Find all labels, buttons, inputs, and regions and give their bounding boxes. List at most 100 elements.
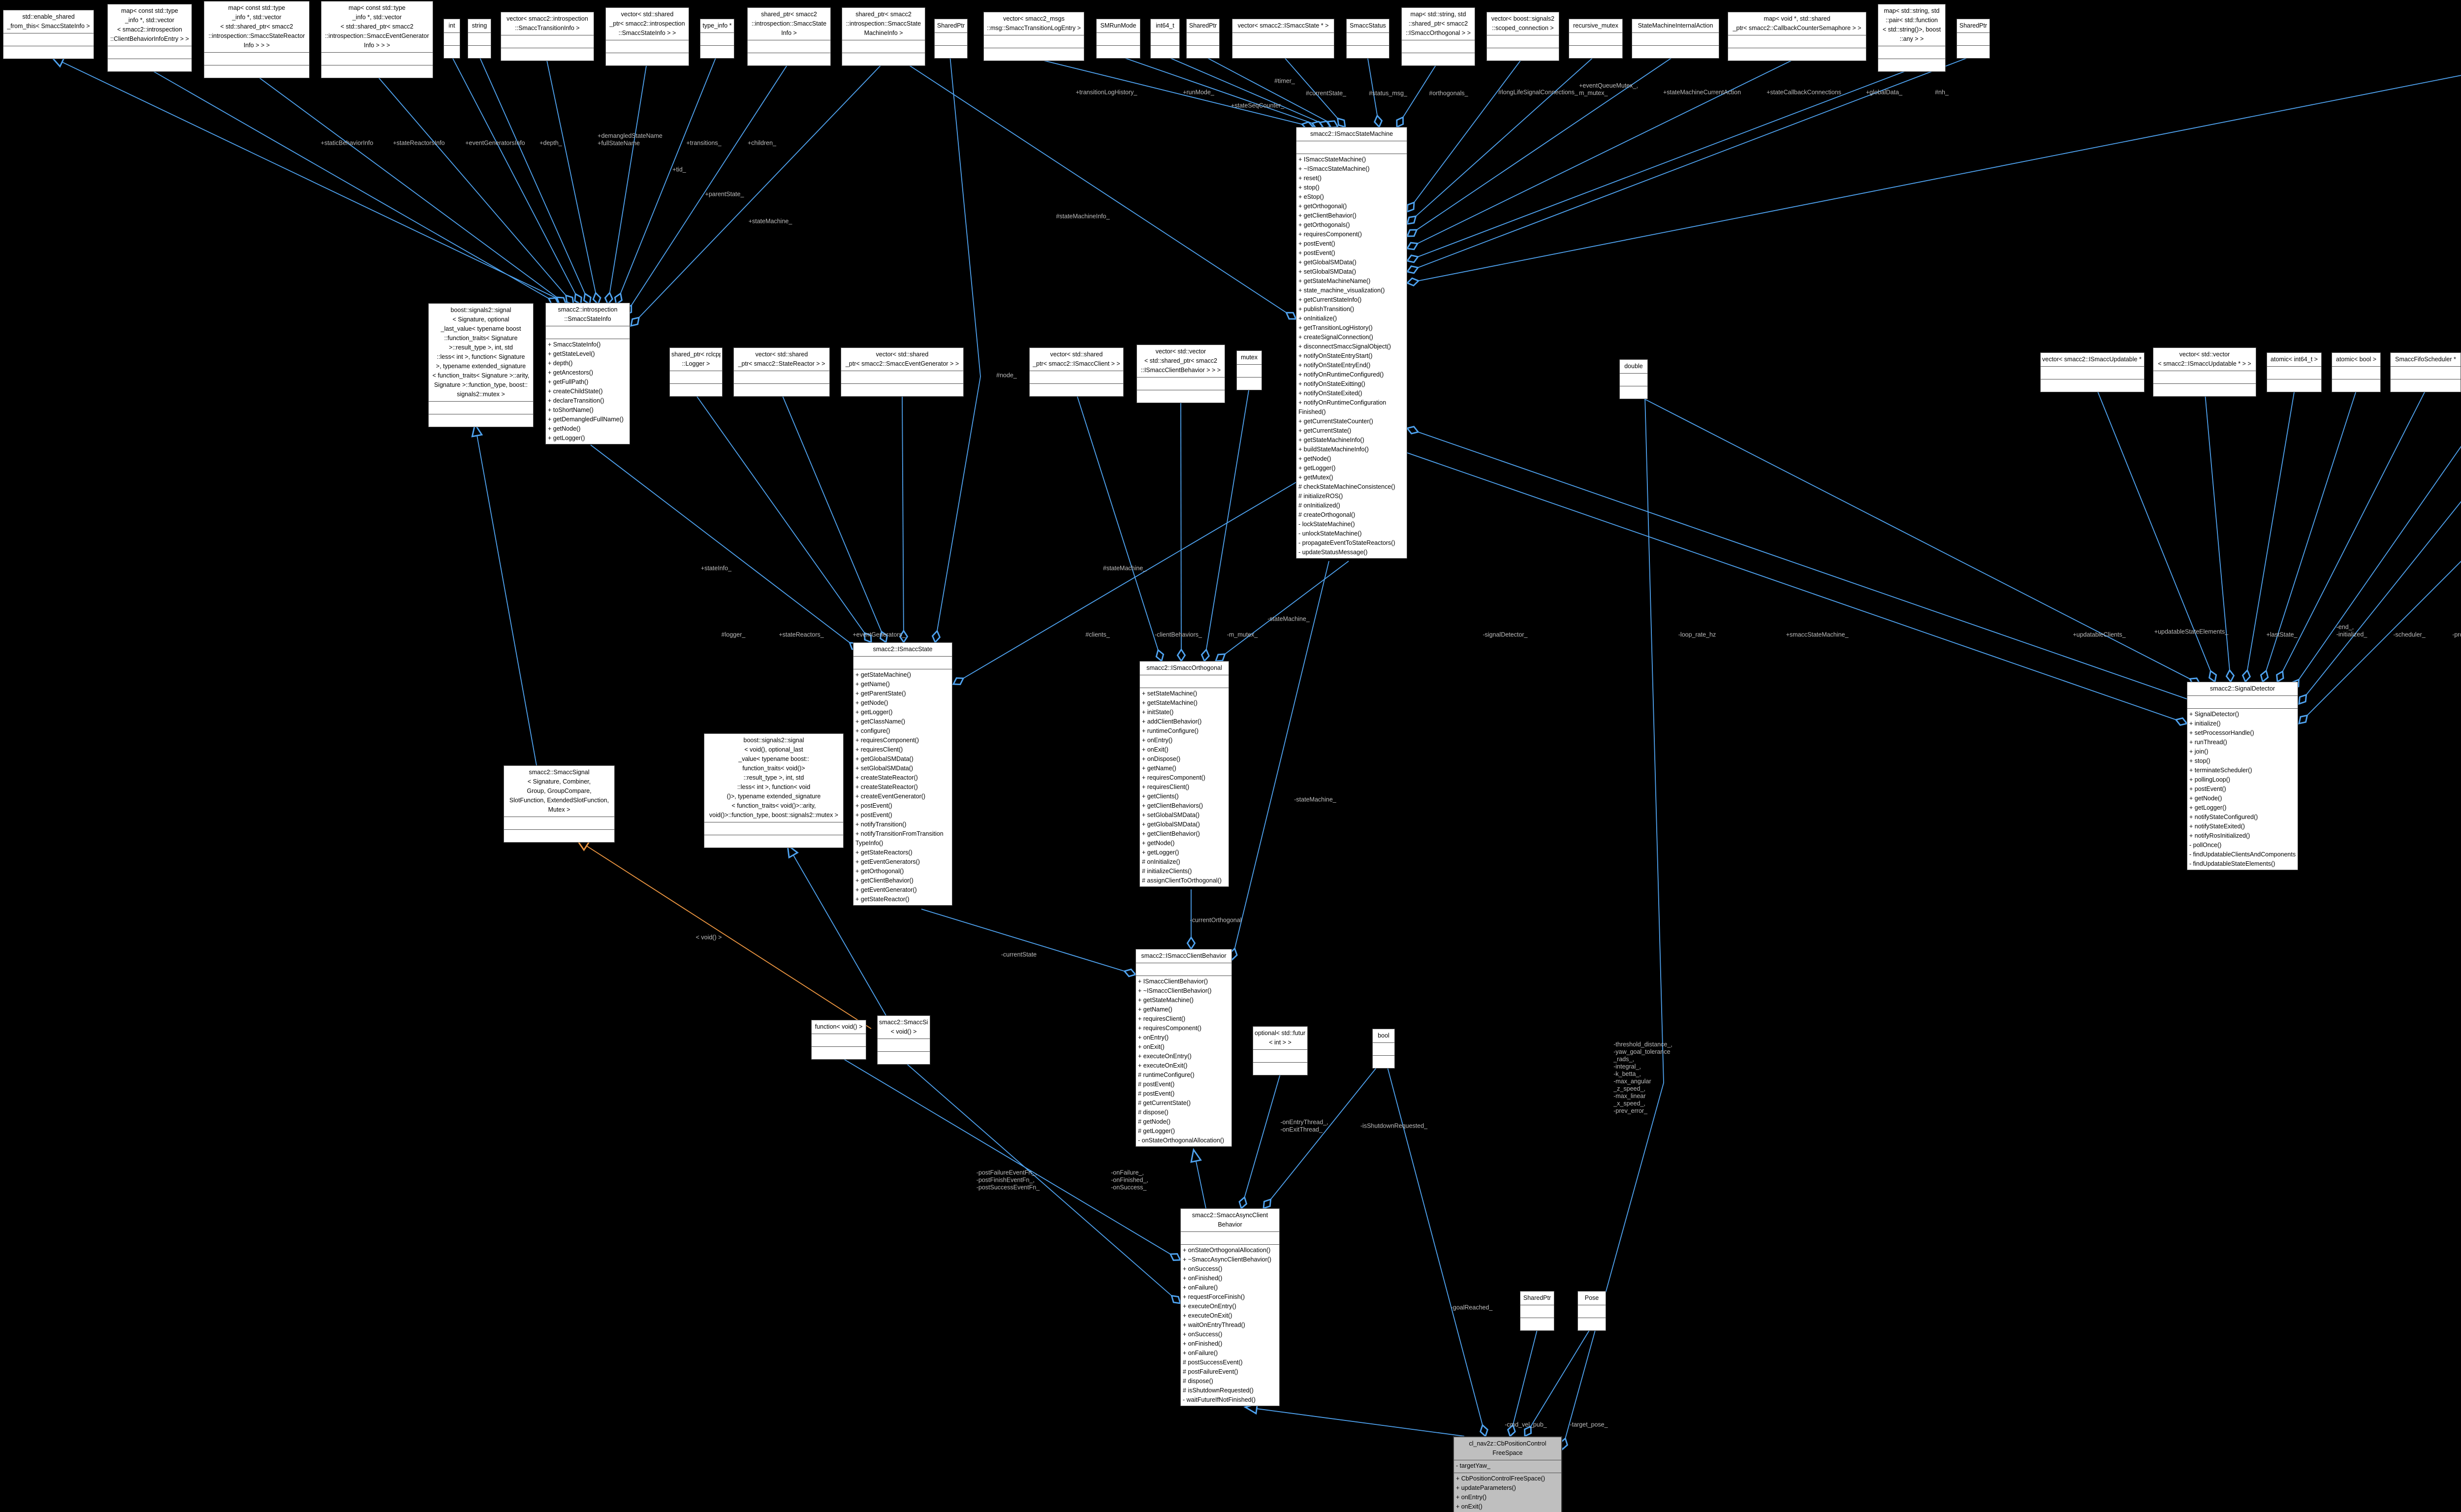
type-sharedptr-smaccstateinfo-methods (748, 53, 830, 65)
class-ismaccstate-method: + getStateReactor() (855, 896, 910, 903)
class-ismaccstate-method: + configure() (855, 727, 890, 734)
type-map-globaldata[interactable]: map< std::string, std::pair< std::functi… (1878, 4, 1946, 72)
type-boost-signal-signature-title-line: signals2::mutex > (457, 391, 505, 398)
type-sharedptr-node[interactable]: SharedPtr (934, 19, 968, 59)
type-function-void[interactable]: function< void() > (811, 1020, 866, 1060)
class-ismaccstatemachine-method: + requiresComponent() (1298, 231, 1362, 238)
type-smrunmode-methods (1097, 45, 1140, 58)
type-recursive-mutex-methods (1569, 45, 1622, 58)
class-smaccasyncclientbehavior-method: + ~SmaccAsyncClientBehavior() (1183, 1256, 1271, 1263)
class-signaldetector[interactable]: smacc2::SignalDetector+ SignalDetector()… (2187, 682, 2298, 870)
class-ismaccorthogonal-method: + getStateMachine() (1142, 699, 1198, 706)
class-ismaccstatemachine-method: + notifyOnStateExited() (1298, 390, 1362, 397)
class-ismaccstate[interactable]: smacc2::ISmaccState+ getStateMachine()+ … (853, 642, 952, 906)
class-smaccstateinfo-method: + getDemangledFullName() (548, 416, 624, 423)
aggregation-edge (614, 55, 717, 306)
type-mutex-methods (1237, 377, 1262, 390)
type-vector-statereactor-title-line: _ptr< smacc2::StateReactor > > (738, 360, 825, 367)
type-vecvec-ismaccclientbehavior[interactable]: vector< std::vector< std::shared_ptr< sm… (1136, 345, 1225, 403)
type-enable-shared-from-this[interactable]: std::enable_shared_from_this< SmaccState… (3, 10, 94, 59)
class-ismaccclientbehavior-method: + executeOnExit() (1138, 1062, 1188, 1069)
type-vector-ismaccclient[interactable]: vector< std::shared_ptr< smacc2::ISmaccC… (1029, 347, 1124, 397)
type-vector-ismaccstate[interactable]: vector< smacc2::ISmaccState * > (1232, 19, 1334, 59)
type-vecvec-ismaccupdatable[interactable]: vector< std::vector< smacc2::ISmaccUpdat… (2153, 347, 2256, 397)
class-smaccasyncclientbehavior-method: # postFailureEvent() (1183, 1368, 1238, 1375)
class-ismaccstatemachine[interactable]: smacc2::ISmaccStateMachine+ ISmaccStateM… (1296, 127, 1407, 559)
type-map-callbackcountersemaphore[interactable]: map< void *, std::shared_ptr< smacc2::Ca… (1728, 12, 1866, 61)
class-ismaccclientbehavior[interactable]: smacc2::ISmaccClientBehavior+ ISmaccClie… (1136, 949, 1232, 1147)
class-smaccstateinfo-method: + SmaccStateInfo() (548, 341, 601, 348)
type-recursive-mutex[interactable]: recursive_mutex (1569, 19, 1623, 59)
class-ismaccstate-method: + getClientBehavior() (855, 877, 914, 884)
type-smaccfifoscheduler[interactable]: SmaccFifoScheduler * (2390, 352, 2461, 392)
type-vector-sharedptr-smaccstateinfo[interactable]: vector< std::shared_ptr< smacc2::introsp… (605, 7, 689, 66)
type-sharedptr-smaccstatemachineinfo[interactable]: shared_ptr< smacc2::introspection::Smacc… (842, 7, 925, 66)
type-string[interactable]: string (468, 19, 491, 59)
type-mutex-attributes (1237, 364, 1262, 377)
type-sharedptr-smaccstatemachineinfo-title-line: MachineInfo > (864, 30, 903, 36)
type-sharedptr-nh[interactable]: SharedPtr (1956, 19, 1990, 59)
class-ismaccstatemachine-method: + setGlobalSMData() (1298, 268, 1357, 275)
type-map-smaccstatereactorinfo[interactable]: map< const std::type_info *, std::vector… (204, 1, 310, 78)
class-signaldetector-title: smacc2::SignalDetector (2187, 682, 2298, 695)
type-vector-smacceventgenerator[interactable]: vector< std::shared_ptr< smacc2::SmaccEv… (841, 347, 964, 397)
type-sharedptr-cmdvel[interactable]: SharedPtr (1520, 1291, 1554, 1331)
class-ismaccorthogonal-method: + getName() (1142, 765, 1176, 772)
class-ismaccstate-method: + getParentState() (855, 690, 906, 697)
type-double[interactable]: double (1619, 359, 1648, 399)
type-sharedptr-smaccstateinfo[interactable]: shared_ptr< smacc2::introspection::Smacc… (747, 7, 831, 66)
type-smaccfifoscheduler-title-line: SmaccFifoScheduler * (2395, 356, 2456, 363)
type-optional-future[interactable]: optional< std::future< int > > (1253, 1026, 1308, 1075)
type-smaccstatus[interactable]: SmaccStatus (1346, 19, 1389, 59)
type-map-clientbehaviorinfoentry[interactable]: map< const std::type_info *, std::vector… (107, 4, 192, 72)
type-atomic-bool[interactable]: atomic< bool > (2332, 352, 2381, 392)
type-statemachineinternalaction[interactable]: StateMachineInternalAction (1632, 19, 1719, 59)
class-smaccasyncclientbehavior-method: + executeOnEntry() (1183, 1303, 1236, 1310)
class-smaccsignal-template[interactable]: smacc2::SmaccSignal< Signature, Combiner… (504, 765, 615, 843)
type-vector-smacctransitionlogentry[interactable]: vector< smacc2_msgs::msg::SmaccTransitio… (983, 12, 1084, 61)
type-vector-ismaccclient-title-line: vector< std::shared (1050, 351, 1103, 358)
type-sharedptr-logger[interactable]: shared_ptr< rclcpp::Logger > (669, 347, 723, 397)
type-boost-signal-signature[interactable]: boost::signals2::signal< Signature, opti… (428, 303, 534, 427)
type-bool[interactable]: bool (1372, 1029, 1395, 1069)
class-ismaccstatemachine-method: # initializeROS() (1298, 493, 1343, 500)
type-vector-ismaccupdatable[interactable]: vector< smacc2::ISmaccUpdatable * > (2040, 352, 2145, 392)
type-smaccstatus-title-line: SmaccStatus (1350, 22, 1386, 29)
class-ismaccclientbehavior-method: # dispose() (1138, 1109, 1168, 1116)
type-int64[interactable]: int64_t (1150, 19, 1180, 59)
aggregation-edge (1507, 1327, 1538, 1438)
type-double-methods (1620, 386, 1647, 399)
type-pose[interactable]: Pose (1578, 1291, 1606, 1331)
type-typeinfo-ptr[interactable]: type_info * (700, 19, 734, 59)
class-ismaccclientbehavior-title-line: smacc2::ISmaccClientBehavior (1141, 952, 1227, 959)
class-ismaccorthogonal[interactable]: smacc2::ISmaccOrthogonal+ setStateMachin… (1139, 661, 1229, 887)
type-boost-signal-void-methods (704, 835, 843, 848)
type-vector-statereactor[interactable]: vector< std::shared_ptr< smacc2::StateRe… (733, 347, 830, 397)
type-vector-smacctransitioninfo[interactable]: vector< smacc2::introspection::SmaccTran… (501, 12, 594, 61)
class-smaccstateinfo-title: smacc2::introspection::SmaccStateInfo (546, 303, 630, 326)
class-smaccstateinfo-method: + getStateLevel() (548, 350, 595, 357)
aggregation-edge (1406, 426, 2187, 699)
type-smrunmode[interactable]: SMRunMode (1096, 19, 1140, 59)
type-map-orthogonals[interactable]: map< std::string, std::shared_ptr< smacc… (1401, 7, 1475, 66)
type-atomic-int64[interactable]: atomic< int64_t > (2267, 352, 2322, 392)
class-ismaccstate-method: + requiresComponent() (855, 737, 919, 744)
type-map-smacceventgeneratorinfo[interactable]: map< const std::type_info *, std::vector… (321, 1, 433, 78)
aggregation-edge (604, 63, 647, 306)
type-map-smaccstatereactorinfo-title-line: < std::shared_ptr< smacc2 (220, 23, 293, 30)
type-boost-signal-void[interactable]: boost::signals2::signal< void(), optiona… (704, 733, 844, 848)
type-vecvec-ismaccupdatable-title-line: vector< std::vector (2179, 351, 2230, 358)
type-vecvec-ismaccclientbehavior-title: vector< std::vector< std::shared_ptr< sm… (1137, 345, 1225, 377)
class-ismaccorthogonal-method: # initializeClients() (1142, 868, 1192, 875)
class-smaccstateinfo[interactable]: smacc2::introspection::SmaccStateInfo+ S… (545, 303, 630, 444)
type-sharedptr-nh-title: SharedPtr (1957, 19, 1989, 32)
type-vector-scoped-connection[interactable]: vector< boost::signals2::scoped_connecti… (1486, 12, 1559, 61)
type-mutex[interactable]: mutex (1236, 350, 1262, 390)
type-sharedptr-timer[interactable]: SharedPtr (1186, 19, 1220, 59)
class-smaccsignal-void[interactable]: smacc2::SmaccSignal< void() > (877, 1015, 930, 1065)
class-cbpositioncontrolfreespace-method: + updateParameters() (1456, 1484, 1516, 1491)
class-ismaccstatemachine-method: + reset() (1298, 175, 1322, 182)
type-int[interactable]: int (443, 19, 460, 59)
